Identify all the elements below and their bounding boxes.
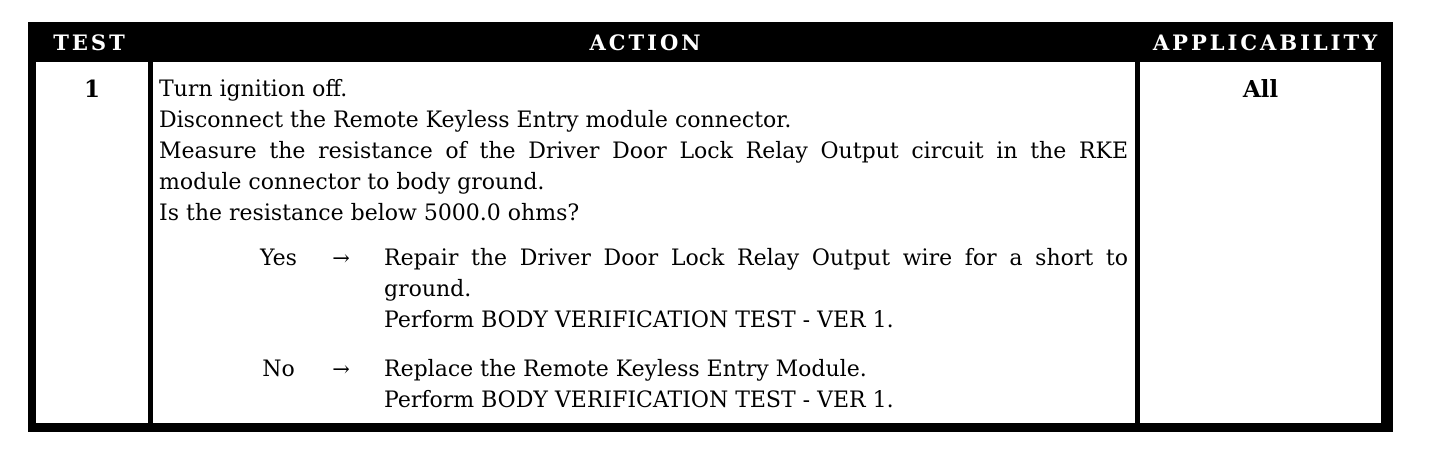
right-arrow-icon: → bbox=[332, 246, 350, 270]
column-header-applicability: APPLICABILITY bbox=[1152, 30, 1381, 55]
choice-no-branch: No → Replace the Remote Keyless Entry Mo… bbox=[159, 354, 1128, 416]
right-arrow-icon: → bbox=[332, 357, 350, 381]
applicability-value: All bbox=[1242, 76, 1279, 103]
instruction-line: ground. bbox=[384, 277, 472, 302]
choice-no-label: No bbox=[262, 357, 295, 382]
instruction-line: Repair the Driver Door Lock Relay Output… bbox=[384, 246, 1128, 271]
instruction-line: Replace the Remote Keyless Entry Module. bbox=[384, 357, 867, 382]
action-line: Measure the resistance of the Driver Doo… bbox=[159, 139, 1128, 164]
instruction-line: Perform BODY VERIFICATION TEST - VER 1. bbox=[384, 388, 894, 413]
instruction-line: Perform BODY VERIFICATION TEST - VER 1. bbox=[384, 308, 894, 333]
action-line: Disconnect the Remote Keyless Entry modu… bbox=[159, 108, 792, 133]
test-number-cell: 1 bbox=[36, 62, 148, 423]
choice-yes-instructions: Repair the Driver Door Lock Relay Output… bbox=[384, 243, 1128, 336]
column-divider bbox=[1135, 62, 1140, 423]
action-line: Turn ignition off. bbox=[159, 77, 348, 102]
column-header-action: ACTION bbox=[589, 30, 704, 55]
column-divider bbox=[148, 62, 153, 423]
diagnostic-test-table: TEST ACTION APPLICABILITY 1 Turn ignitio… bbox=[28, 22, 1393, 432]
action-line: Is the resistance below 5000.0 ohms? bbox=[159, 201, 580, 226]
test-number: 1 bbox=[83, 76, 100, 103]
choice-yes-branch: Yes → Repair the Driver Door Lock Relay … bbox=[159, 243, 1128, 336]
action-line: module connector to body ground. bbox=[159, 170, 545, 195]
table-row: 1 Turn ignition off. Disconnect the Remo… bbox=[36, 62, 1381, 423]
choice-no-instructions: Replace the Remote Keyless Entry Module.… bbox=[384, 354, 1128, 416]
action-cell: Turn ignition off. Disconnect the Remote… bbox=[153, 62, 1135, 423]
column-header-test: TEST bbox=[53, 30, 128, 55]
choice-yes-label: Yes bbox=[260, 246, 297, 271]
applicability-cell: All bbox=[1140, 62, 1381, 423]
table-header-row: TEST ACTION APPLICABILITY bbox=[28, 22, 1393, 62]
